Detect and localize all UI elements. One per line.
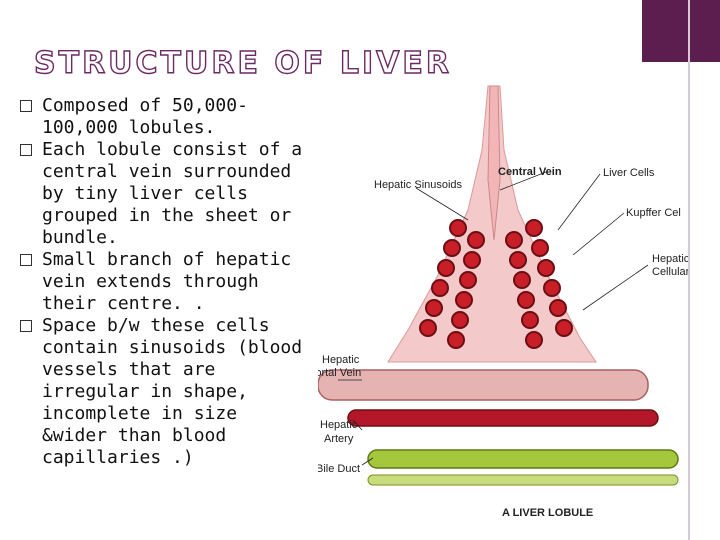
bullet-item: Space b/w these cells contain sinusoids … (20, 315, 310, 469)
label-kupffer: Kupffer Cel (626, 207, 681, 219)
diagram-caption: A LIVER LOBULE (502, 507, 593, 519)
portal-vein-tube (318, 369, 649, 401)
label-liver-cells: Liver Cells (603, 167, 655, 179)
label-portal-1: Hepatic (322, 354, 360, 366)
label-artery-2: Artery (324, 433, 354, 445)
hepatic-artery-tube (347, 409, 659, 427)
label-plates-2: Cellular Plates (652, 266, 688, 278)
page-title: STRUCTURE OF LIVER (33, 45, 452, 81)
bullet-box-icon (20, 320, 32, 332)
bile-duct-tube (367, 449, 679, 469)
bullet-box-icon (20, 100, 32, 112)
bullet-item: Composed of 50,000-100,000 lobules. (20, 95, 310, 139)
label-artery-1: Hepatic (320, 419, 358, 431)
bullet-item: Small branch of hepatic vein extends thr… (20, 249, 310, 315)
bullet-box-icon (20, 144, 32, 156)
label-bile-duct: Bile Duct (318, 463, 360, 475)
bullet-list: Composed of 50,000-100,000 lobules. Each… (20, 95, 310, 469)
liver-lobule-diagram: Central Vein Liver Cells Hepatic Sinusoi… (318, 85, 688, 519)
label-portal-2: Portal Vein (318, 367, 361, 379)
cell-cords (419, 219, 573, 349)
side-rule (688, 0, 690, 540)
corner-accent (642, 0, 720, 62)
leader-lines (338, 171, 649, 466)
bile-duct-tube-2 (367, 474, 679, 486)
label-plates-1: Hepatic (652, 253, 688, 265)
bullet-box-icon (20, 254, 32, 266)
bullet-item: Each lobule consist of a central vein su… (20, 139, 310, 249)
label-central-vein: Central Vein (498, 166, 562, 178)
label-hepatic-sinusoids: Hepatic Sinusoids (374, 179, 463, 191)
central-vein-shape (487, 85, 501, 241)
